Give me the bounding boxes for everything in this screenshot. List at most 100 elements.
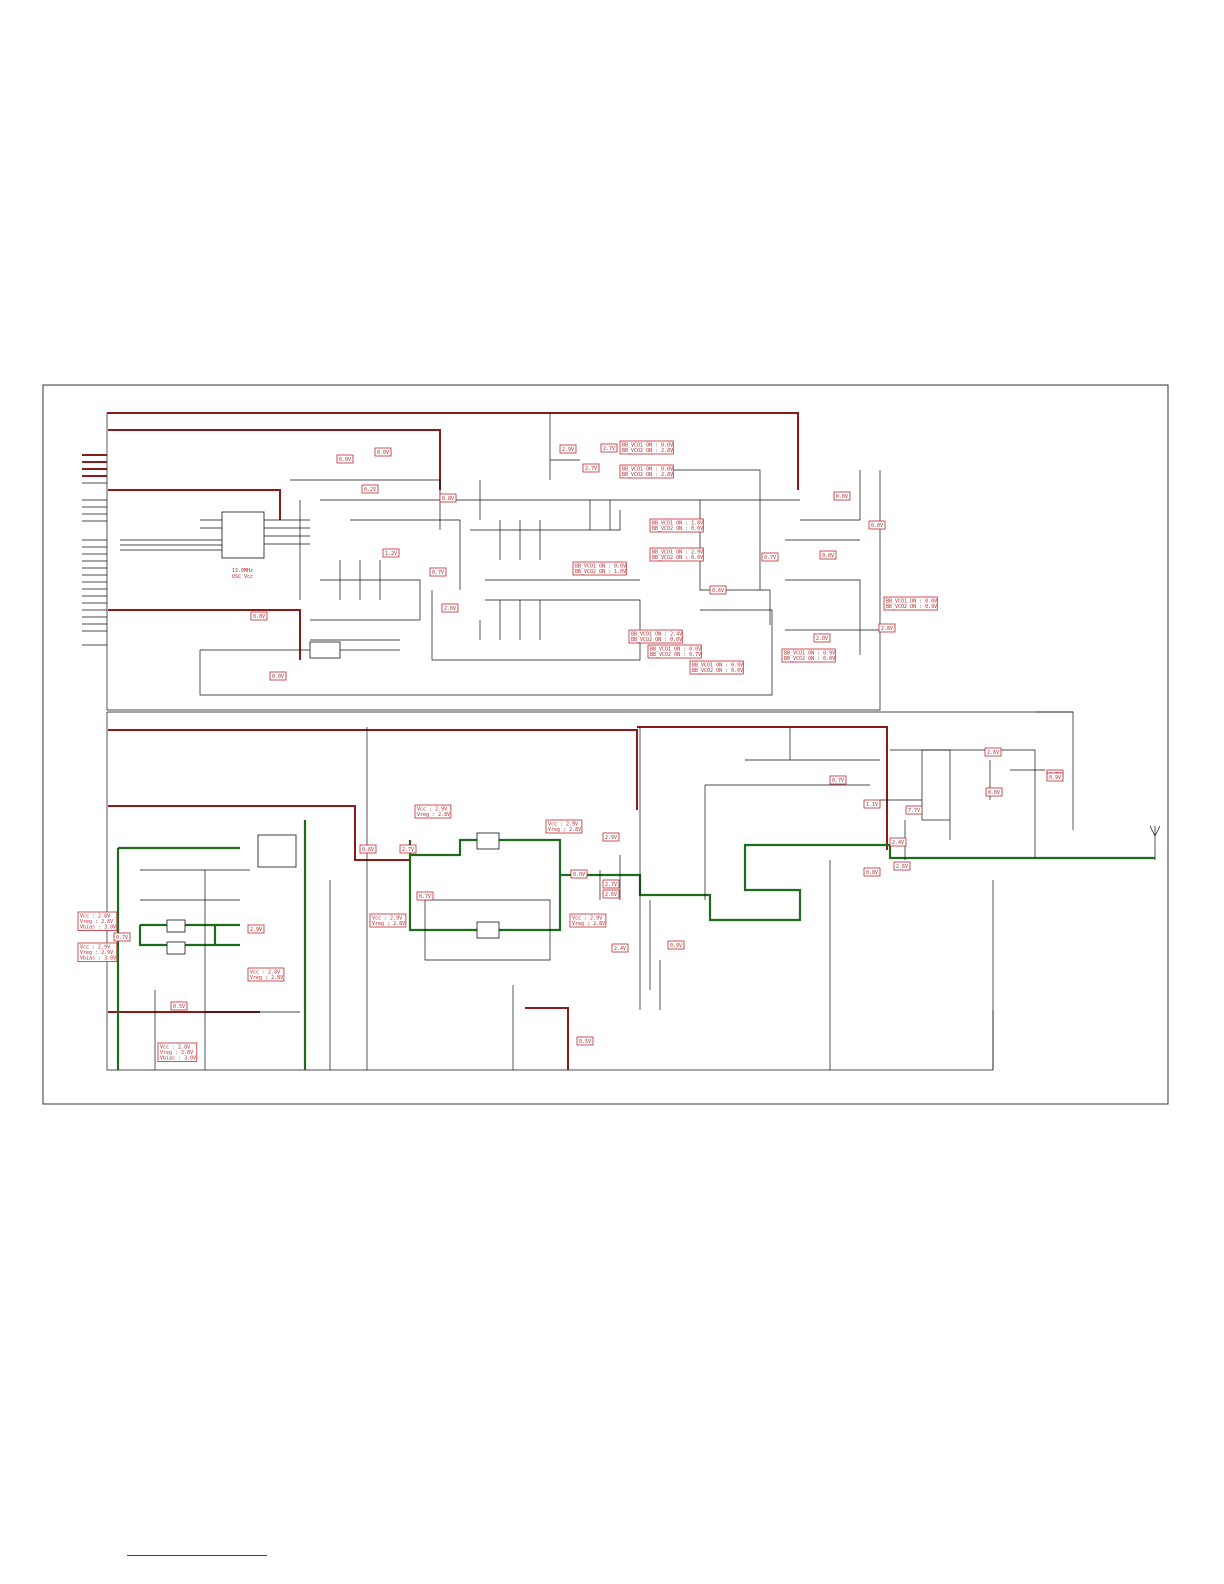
power-rail-top <box>107 412 799 660</box>
voltage-note-line: BB_VCO2 ON : 0.0V <box>652 526 703 532</box>
ic-lna-1 <box>166 919 186 933</box>
voltage-tag: 0.9V <box>1046 772 1064 782</box>
voltage-tag-text: 0.9V <box>670 943 682 949</box>
voltage-note-line: Vreg : 2.8V <box>572 921 605 927</box>
voltage-tag-text: 0.7V <box>832 778 844 784</box>
voltage-tag: 0.0V <box>985 787 1003 797</box>
voltage-note-line: Vreg : 2.8V <box>372 921 405 927</box>
voltage-tag-layer: 0.0V0.0V0.2V1.2V0.7V0.8V2.9V2.7V2.7V2.0V… <box>113 443 1064 1046</box>
voltage-tag-text: 0.2V <box>364 487 376 493</box>
voltage-note-line: Vreg : 2.9V <box>80 950 113 956</box>
voltage-tag: 0.0V <box>868 520 886 530</box>
voltage-note-line: Vcc : 2.8V <box>80 914 110 920</box>
voltage-note-line: BB_VCO1 ON : 2.4V <box>631 632 682 638</box>
ic-transceiver-lower <box>257 834 297 868</box>
connector-pins <box>82 454 107 646</box>
voltage-note-line: BB_VCO2 ON : 1.0V <box>575 569 626 575</box>
voltage-tag: 1.1V <box>863 799 881 809</box>
ic-label-osc-vcc: OSC Vcc <box>232 574 253 580</box>
voltage-tag-text: 0.9V <box>1049 775 1061 781</box>
voltage-note-line: BB_VCO1 ON : 0.0V <box>622 443 673 449</box>
voltage-tag-text: 1.1V <box>866 802 878 808</box>
voltage-note-line: BB_VCO1 ON : 2.9V <box>652 550 703 556</box>
ic-mixer-upper <box>476 832 500 850</box>
voltage-tag: 1.2V <box>382 548 400 558</box>
voltage-tag-text: 0.8V <box>866 870 878 876</box>
voltage-note-line: BB_VCO2 ON : 2.8V <box>622 448 673 454</box>
ic-transceiver-upper <box>221 511 265 559</box>
voltage-tag: 2.9V <box>247 924 265 934</box>
upper-block-border <box>106 413 881 711</box>
voltage-tag: 0.0V <box>336 454 354 464</box>
voltage-tag-text: 0.8V <box>442 496 454 502</box>
voltage-tag-text: 2.0V <box>444 606 456 612</box>
voltage-tag: 0.6V <box>709 585 727 595</box>
voltage-note-line: Vreg : 2.8V <box>160 1050 193 1056</box>
voltage-tag-text: 2.0V <box>816 636 828 642</box>
voltage-note-line: Vreg : 2.8V <box>548 827 581 833</box>
voltage-tag: 2.4V <box>611 943 629 953</box>
voltage-tag: 0.7V <box>761 552 779 562</box>
voltage-tag-text: 0.6V <box>712 588 724 594</box>
voltage-note-line: Vcc : 2.8V <box>250 970 280 976</box>
voltage-tag: 0.8V <box>359 844 377 854</box>
voltage-tag: 0.0V <box>819 550 837 560</box>
voltage-tag: 0.0V <box>250 611 268 621</box>
voltage-note-line: BB_VCO1 ON : 0.9V <box>692 663 743 669</box>
voltage-tag: 2.4V <box>889 837 907 847</box>
voltage-tag-text: 2.6V <box>896 864 908 870</box>
voltage-note-line: Vbias : 3.0V <box>80 956 116 962</box>
footer-link-underline <box>127 1555 267 1556</box>
voltage-note-line: BB_VCO2 ON : 0.0V <box>692 668 743 674</box>
voltage-tag: 0.7V <box>416 891 434 901</box>
voltage-note-line: BB_VCO2 ON : 0.0V <box>784 656 835 662</box>
voltage-tag: 0.7V <box>429 567 447 577</box>
voltage-tag-text: 0.8V <box>362 847 374 853</box>
voltage-tag-text: 2.6V <box>987 750 999 756</box>
voltage-tag: 0.0V <box>374 447 392 457</box>
voltage-note-line: BB_VCO1 ON : 0.0V <box>622 467 673 473</box>
voltage-tag: 0.5V <box>170 1001 188 1011</box>
voltage-note-line: BB_VCO1 ON : 0.0V <box>575 564 626 570</box>
voltage-tag: 0.5V <box>576 1036 594 1046</box>
voltage-tag-text: 2.4V <box>614 946 626 952</box>
voltage-tag-text: 7.7V <box>908 808 920 814</box>
ic-label-osc: 13.0MHz <box>232 568 253 574</box>
voltage-tag-text: 0.0V <box>573 872 585 878</box>
voltage-tag-text: 0.7V <box>116 935 128 941</box>
voltage-tag-text: 0.0V <box>836 494 848 500</box>
voltage-note-line: BB_VCO1 ON : 0.0V <box>886 599 937 605</box>
lower-wiring <box>140 711 1073 1070</box>
voltage-tag-text: 0.7V <box>419 894 431 900</box>
voltage-tag-text: 0.0V <box>377 450 389 456</box>
voltage-tag: 2.9V <box>559 444 577 454</box>
voltage-tag: 2.6V <box>984 747 1002 757</box>
voltage-note-line: Vreg : 2.8V <box>417 812 450 818</box>
voltage-tag: 2.0V <box>441 603 459 613</box>
voltage-tag: 2.7V <box>399 844 417 854</box>
ic-regulator-upper <box>309 641 341 659</box>
voltage-tag: 2.6V <box>893 861 911 871</box>
voltage-tag: 0.0V <box>833 491 851 501</box>
voltage-tag-text: 2.4V <box>892 840 904 846</box>
voltage-tag: 0.9V <box>667 940 685 950</box>
lower-circuit-section <box>106 711 1161 1071</box>
voltage-tag-text: 0.5V <box>173 1004 185 1010</box>
voltage-tag-text: 1.2V <box>385 551 397 557</box>
voltage-note-line: BB_VCO1 ON : 1.8V <box>652 521 703 527</box>
voltage-tag-text: 2.6V <box>605 892 617 898</box>
voltage-tag: 2.6V <box>602 889 620 899</box>
